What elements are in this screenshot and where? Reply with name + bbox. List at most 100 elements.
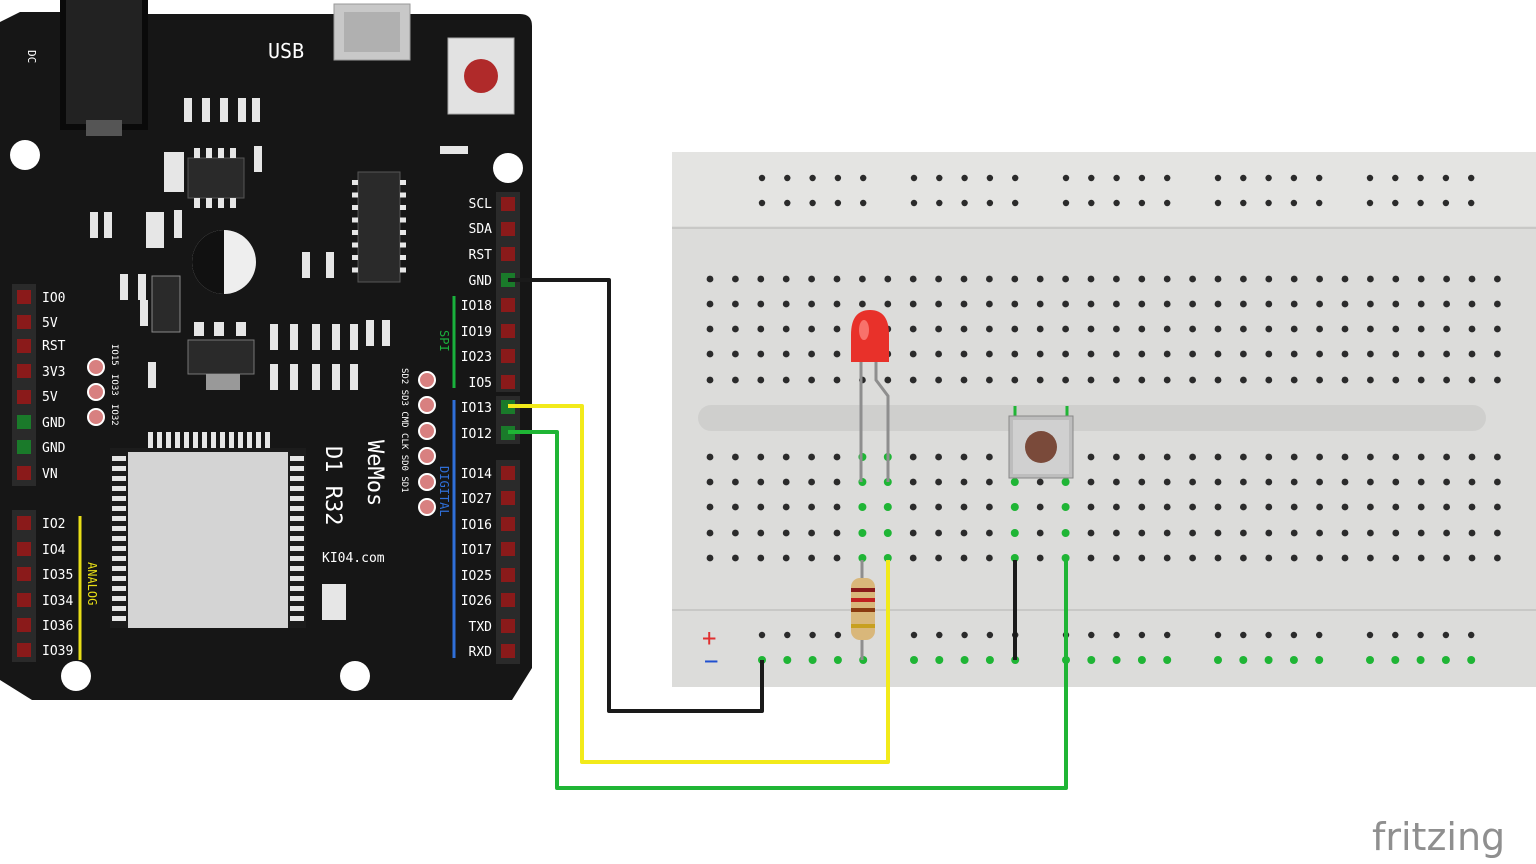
breadboard-hole[interactable]: [1417, 376, 1425, 384]
breadboard-hole[interactable]: [1468, 503, 1476, 511]
breadboard-hole[interactable]: [1062, 174, 1070, 182]
header-pin[interactable]: [501, 491, 515, 505]
breadboard-hole[interactable]: [1417, 503, 1425, 511]
breadboard-hole[interactable]: [1494, 350, 1501, 358]
breadboard-hole[interactable]: [1214, 174, 1222, 182]
breadboard-hole[interactable]: [1189, 376, 1196, 384]
breadboard-hole[interactable]: [732, 350, 739, 358]
breadboard-hole[interactable]: [1113, 325, 1120, 333]
breadboard-hole[interactable]: [1392, 325, 1400, 333]
breadboard-hole[interactable]: [1138, 631, 1146, 639]
breadboard-hole[interactable]: [758, 174, 766, 182]
breadboard-hole[interactable]: [1189, 325, 1196, 333]
breadboard-hole[interactable]: [909, 325, 917, 333]
breadboard-hole[interactable]: [1392, 174, 1399, 182]
breadboard-hole[interactable]: [1290, 350, 1298, 358]
breadboard-hole[interactable]: [1290, 453, 1298, 461]
breadboard-hole[interactable]: [1240, 453, 1247, 461]
breadboard-hole[interactable]: [858, 503, 867, 511]
breadboard-hole[interactable]: [909, 453, 917, 461]
breadboard-hole[interactable]: [782, 478, 790, 486]
header-pin[interactable]: [501, 247, 515, 261]
breadboard-hole[interactable]: [1011, 350, 1019, 358]
breadboard-hole[interactable]: [808, 325, 815, 333]
header-pin[interactable]: [501, 324, 515, 338]
breadboard-hole[interactable]: [1138, 529, 1146, 537]
breadboard-hole[interactable]: [935, 554, 942, 562]
breadboard-hole[interactable]: [1468, 631, 1475, 639]
breadboard-hole[interactable]: [1392, 350, 1400, 358]
breadboard-hole[interactable]: [1163, 376, 1171, 384]
breadboard-hole[interactable]: [935, 300, 942, 308]
breadboard-hole[interactable]: [986, 376, 993, 384]
breadboard-hole[interactable]: [1316, 503, 1323, 511]
header-pin[interactable]: [501, 466, 515, 480]
breadboard-hole[interactable]: [1240, 325, 1247, 333]
breadboard-hole[interactable]: [961, 199, 968, 207]
breadboard-hole[interactable]: [1036, 529, 1044, 537]
header-pin[interactable]: [501, 298, 515, 312]
header-pin[interactable]: [501, 593, 515, 607]
breadboard-hole[interactable]: [1367, 554, 1374, 562]
breadboard-hole[interactable]: [1417, 300, 1425, 308]
breadboard-hole[interactable]: [1443, 300, 1450, 308]
breadboard-hole[interactable]: [1316, 453, 1323, 461]
breadboard-hole[interactable]: [1442, 174, 1450, 182]
breadboard-hole[interactable]: [961, 174, 968, 182]
header-pin[interactable]: [501, 349, 515, 363]
breadboard-hole[interactable]: [1087, 656, 1096, 664]
breadboard-hole[interactable]: [1392, 453, 1400, 461]
breadboard-hole[interactable]: [1265, 325, 1273, 333]
breadboard-hole[interactable]: [1240, 275, 1247, 283]
breadboard-hole[interactable]: [782, 376, 790, 384]
breadboard-hole[interactable]: [1113, 376, 1120, 384]
breadboard-hole[interactable]: [808, 554, 815, 562]
breadboard-hole[interactable]: [834, 631, 842, 639]
breadboard-hole[interactable]: [1392, 300, 1400, 308]
breadboard-hole[interactable]: [1290, 554, 1298, 562]
breadboard-hole[interactable]: [1392, 554, 1400, 562]
breadboard-hole[interactable]: [1316, 300, 1323, 308]
breadboard-hole[interactable]: [1391, 656, 1400, 664]
breadboard-hole[interactable]: [910, 656, 918, 664]
header-pin[interactable]: [17, 542, 31, 556]
breadboard-hole[interactable]: [1087, 554, 1095, 562]
breadboard-hole[interactable]: [1442, 631, 1450, 639]
breadboard-hole[interactable]: [859, 275, 866, 283]
breadboard-hole[interactable]: [1138, 174, 1146, 182]
breadboard-hole[interactable]: [935, 453, 942, 461]
header-pin[interactable]: [17, 390, 31, 404]
breadboard-hole[interactable]: [1214, 275, 1222, 283]
breadboard-hole[interactable]: [1366, 199, 1374, 207]
breadboard-hole[interactable]: [1087, 503, 1095, 511]
breadboard-hole[interactable]: [1367, 350, 1374, 358]
breadboard-hole[interactable]: [1138, 453, 1146, 461]
breadboard-hole[interactable]: [1164, 174, 1171, 182]
breadboard-hole[interactable]: [909, 478, 917, 486]
breadboard-hole[interactable]: [706, 529, 714, 537]
breadboard-hole[interactable]: [1265, 350, 1273, 358]
breadboard-hole[interactable]: [1417, 529, 1425, 537]
breadboard-hole[interactable]: [909, 529, 917, 537]
breadboard-hole[interactable]: [909, 350, 917, 358]
breadboard-hole[interactable]: [1062, 325, 1069, 333]
breadboard-hole[interactable]: [1062, 300, 1069, 308]
breadboard-hole[interactable]: [1137, 656, 1146, 664]
breadboard-hole[interactable]: [1189, 554, 1196, 562]
breadboard-hole[interactable]: [1061, 503, 1070, 511]
breadboard-hole[interactable]: [1214, 376, 1222, 384]
breadboard-hole[interactable]: [706, 350, 714, 358]
breadboard-hole[interactable]: [833, 478, 841, 486]
breadboard-hole[interactable]: [858, 554, 867, 562]
breadboard-hole[interactable]: [1367, 529, 1374, 537]
breadboard-hole[interactable]: [909, 376, 917, 384]
breadboard-hole[interactable]: [1341, 529, 1349, 537]
breadboard-hole[interactable]: [1468, 300, 1476, 308]
breadboard-hole[interactable]: [1240, 350, 1247, 358]
breadboard-hole[interactable]: [986, 300, 993, 308]
breadboard-hole[interactable]: [883, 503, 892, 511]
header-pin[interactable]: [17, 618, 31, 632]
breadboard-hole[interactable]: [1240, 174, 1247, 182]
breadboard-hole[interactable]: [1468, 275, 1476, 283]
breadboard-hole[interactable]: [1316, 529, 1323, 537]
